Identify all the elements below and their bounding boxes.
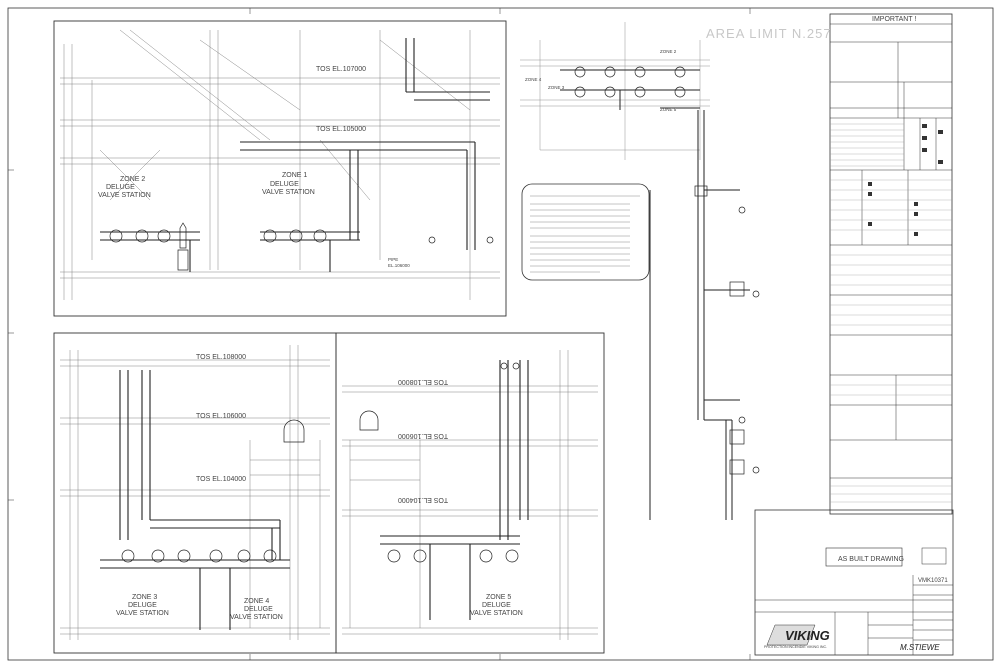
elevation-label-1: TOS EL.107000 xyxy=(316,66,367,73)
drawing-number: VMK10371 xyxy=(918,578,948,584)
important-header: IMPORTANT ! xyxy=(872,16,917,23)
station-label-line2-z3: VALVE STATION xyxy=(116,610,169,617)
zone-1-label: ZONE 1 xyxy=(282,172,308,179)
elevation-label-2: TOS EL.105000 xyxy=(316,126,367,133)
elevation-label-5: TOS EL.104000 xyxy=(196,476,247,483)
station-label-line2-left: VALVE STATION xyxy=(98,192,151,199)
station-label-line1-z5: DELUGE xyxy=(482,602,511,609)
zone-5-label: ZONE 5 xyxy=(486,594,512,601)
station-label-line1-right: DELUGE xyxy=(270,181,299,188)
station-label-line2-right: VALVE STATION xyxy=(262,189,315,196)
zone-4-label: ZONE 4 xyxy=(244,598,270,605)
mirrored-elevation-1: TOS EL.108000 xyxy=(398,378,449,385)
as-built-label: AS BUILT DRAWING xyxy=(838,556,904,563)
company-tagline: PROTECTION INCENDIE VIKING INC. xyxy=(764,645,828,649)
elevation-label-3: TOS EL.108000 xyxy=(196,354,247,361)
signature: M.STIEWE xyxy=(900,643,940,652)
elevation-label-4: TOS EL.106000 xyxy=(196,413,247,420)
company-logo: VIKING xyxy=(785,628,830,643)
pipe-note-line2: EL.106000 xyxy=(388,263,410,268)
plan-zone-4: ZONE 4 xyxy=(525,77,542,82)
mirrored-elevation-2: TOS EL.106000 xyxy=(398,432,449,439)
station-label-line1-left: DELUGE xyxy=(106,184,135,191)
station-label-line2-z4: VALVE STATION xyxy=(230,614,283,621)
plan-zone-5: ZONE 5 xyxy=(660,107,677,112)
area-limit-label: AREA LIMIT N.257 xyxy=(706,26,832,41)
mirrored-elevation-3: TOS EL.104000 xyxy=(398,496,449,503)
zone-3-label: ZONE 3 xyxy=(132,594,158,601)
station-label-line1-z3: DELUGE xyxy=(128,602,157,609)
plan-zone-2: ZONE 2 xyxy=(660,49,677,54)
station-label-line2-z5: VALVE STATION xyxy=(470,610,523,617)
pipe-note-line1: PIPE xyxy=(388,257,399,262)
station-label-line1-z4: DELUGE xyxy=(244,606,273,613)
plan-zone-3: ZONE 3 xyxy=(548,85,565,90)
zone-2-label: ZONE 2 xyxy=(120,176,146,183)
